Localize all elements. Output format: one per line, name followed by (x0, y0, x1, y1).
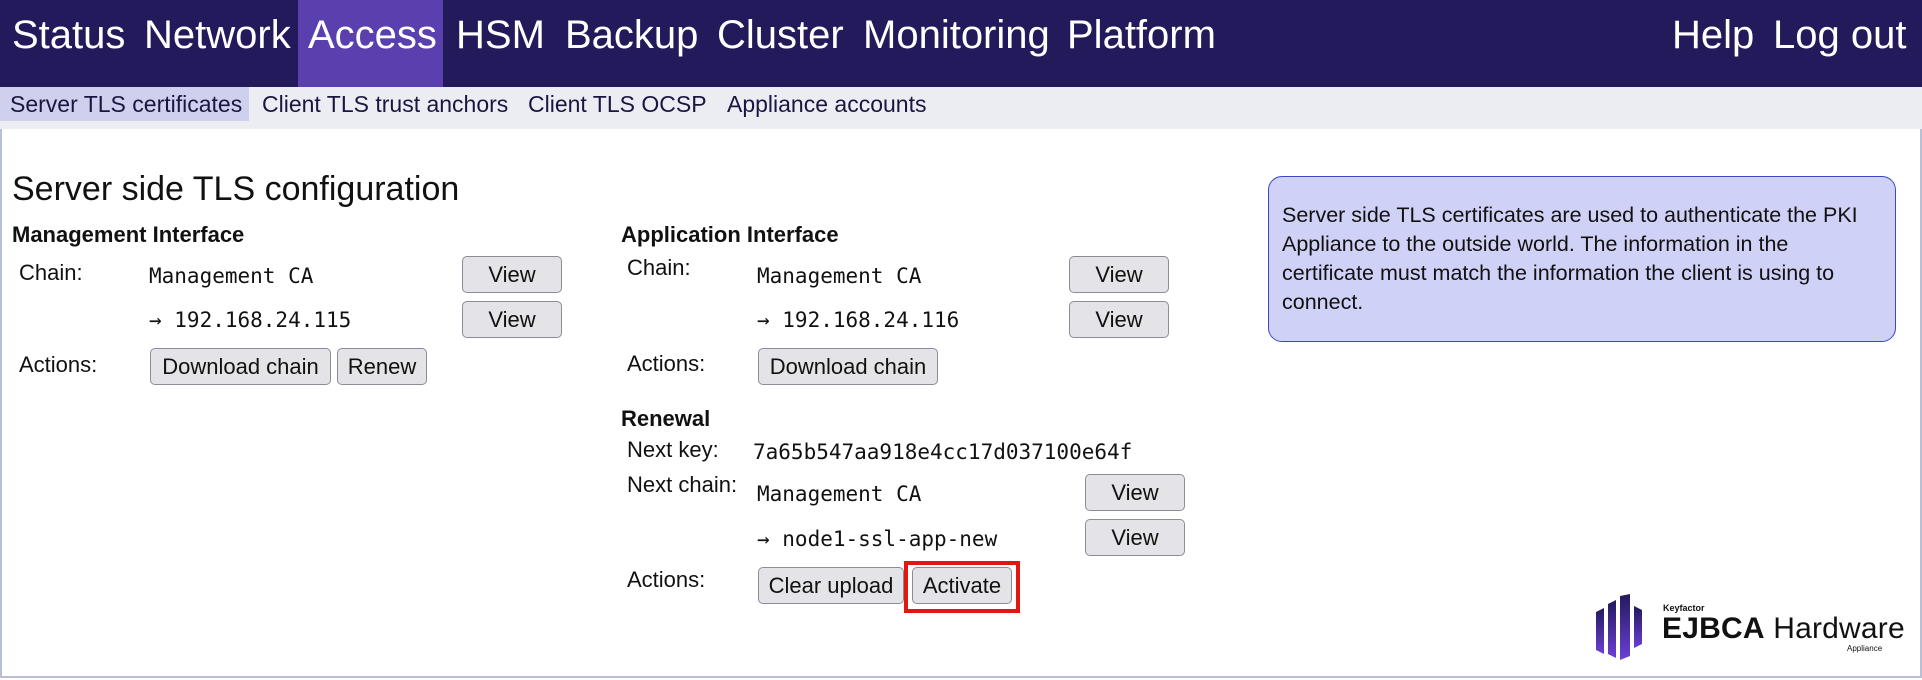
subnav-appliance-accounts[interactable]: Appliance accounts (727, 91, 927, 117)
management-actions-label: Actions: (19, 352, 98, 377)
management-heading: Management Interface (12, 222, 245, 247)
management-renew-button[interactable]: Renew (337, 348, 427, 385)
renewal-next-chain-label: Next chain: (627, 472, 738, 497)
renewal-actions-label: Actions: (627, 567, 706, 592)
application-chain-leaf: → 192.168.24.116 (757, 308, 960, 332)
management-view-root-button[interactable]: View (462, 256, 562, 293)
application-chain-label: Chain: (627, 255, 691, 280)
nav-help[interactable]: Help (1672, 13, 1755, 57)
ejbca-hardware-logo: Keyfactor EJBCA Hardware Appliance (1594, 594, 1905, 660)
application-heading: Application Interface (621, 222, 839, 247)
subnav-client-trust-anchors[interactable]: Client TLS trust anchors (262, 91, 509, 117)
management-chain-label: Chain: (19, 260, 83, 285)
nav-cluster[interactable]: Cluster (717, 13, 844, 57)
nav-monitoring[interactable]: Monitoring (863, 13, 1050, 57)
renewal-next-key-label: Next key: (627, 437, 719, 462)
application-download-chain-button[interactable]: Download chain (758, 348, 938, 385)
info-box: Server side TLS certificates are used to… (1268, 176, 1896, 342)
application-chain-root: Management CA (757, 264, 922, 288)
logo-main-text: EJBCA Hardware (1662, 612, 1905, 645)
management-chain-leaf: → 192.168.24.115 (149, 308, 352, 332)
renewal-view-root-button[interactable]: View (1085, 474, 1185, 511)
renewal-next-chain-root: Management CA (757, 482, 922, 506)
application-view-root-button[interactable]: View (1069, 256, 1169, 293)
subnav-server-tls[interactable]: Server TLS certificates (0, 87, 249, 121)
renewal-next-key-value: 7a65b547aa918e4cc17d037100e64f (753, 440, 1133, 464)
management-chain-root: Management CA (149, 264, 314, 288)
nav-network[interactable]: Network (144, 13, 291, 57)
nav-status[interactable]: Status (12, 13, 126, 57)
renewal-view-leaf-button[interactable]: View (1085, 519, 1185, 556)
activate-button[interactable]: Activate (912, 567, 1012, 604)
nav-platform[interactable]: Platform (1067, 13, 1216, 57)
info-text: Server side TLS certificates are used to… (1282, 203, 1858, 314)
top-nav: Status Network Access HSM Backup Cluster… (0, 0, 1922, 87)
ejbca-logo-mark-icon (1596, 594, 1642, 660)
nav-backup[interactable]: Backup (565, 13, 699, 57)
renewal-heading: Renewal (621, 406, 711, 431)
management-download-chain-button[interactable]: Download chain (150, 348, 331, 385)
clear-upload-button[interactable]: Clear upload (758, 567, 904, 604)
application-view-leaf-button[interactable]: View (1069, 301, 1169, 338)
sub-nav: Server TLS certificates Client TLS trust… (0, 87, 1922, 129)
activate-highlight-box (904, 561, 1020, 613)
nav-hsm[interactable]: HSM (456, 13, 545, 57)
subnav-client-ocsp[interactable]: Client TLS OCSP (528, 91, 707, 117)
logo-appliance-text: Appliance (1847, 644, 1883, 653)
renewal-next-chain-leaf: → node1-ssl-app-new (757, 527, 998, 551)
nav-logout[interactable]: Log out (1773, 13, 1907, 57)
application-actions-label: Actions: (627, 351, 706, 376)
management-view-leaf-button[interactable]: View (462, 301, 562, 338)
logo-keyfactor-text: Keyfactor (1663, 603, 1705, 613)
page-title: Server side TLS configuration (12, 170, 460, 208)
nav-access[interactable]: Access (298, 0, 443, 87)
